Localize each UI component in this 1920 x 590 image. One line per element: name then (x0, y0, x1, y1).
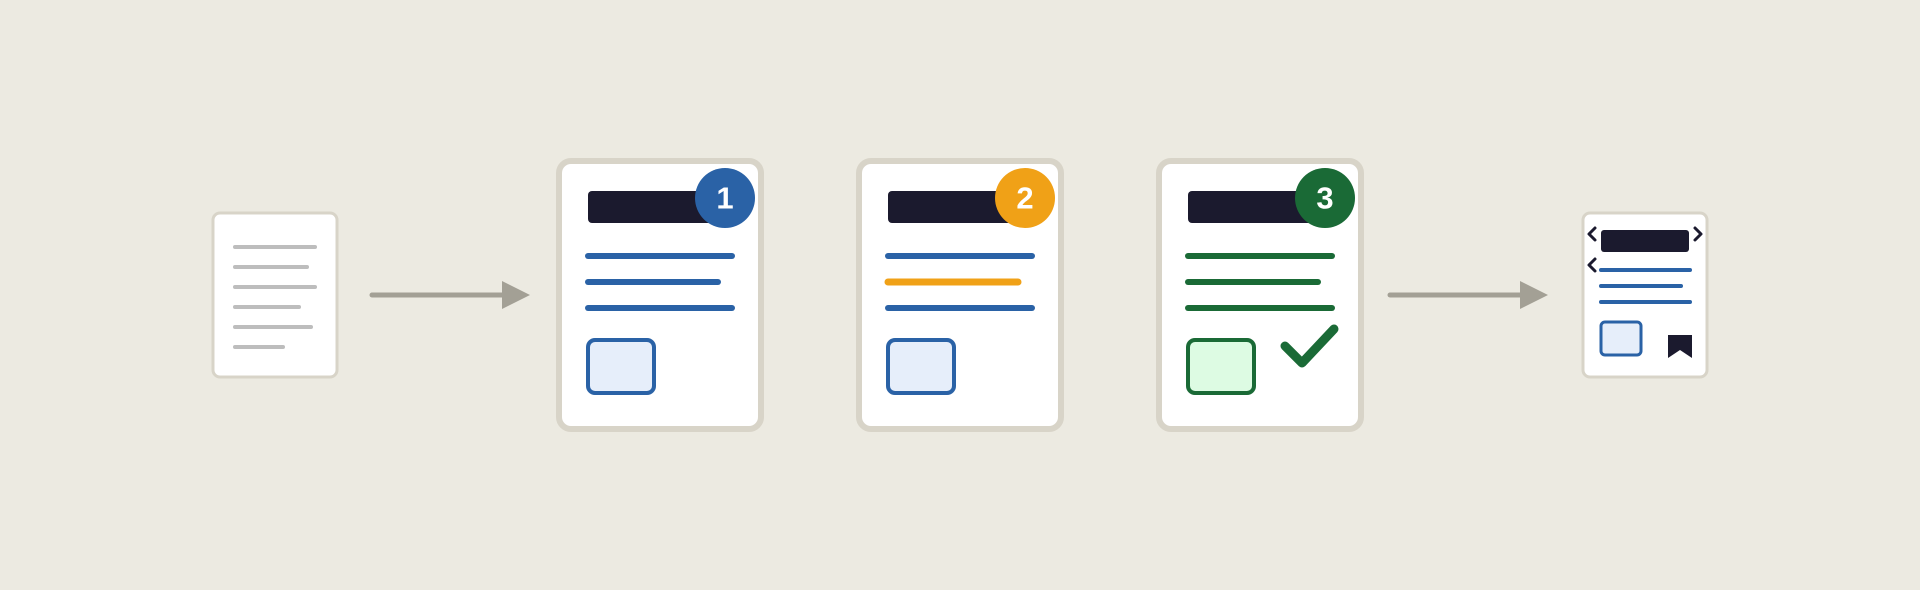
checkmark-icon (1280, 324, 1339, 368)
chevron-left-icon (1587, 226, 1597, 242)
stage-3-badge-label: 3 (1316, 181, 1333, 216)
input-document (211, 211, 339, 379)
stage-badge: 1 (695, 168, 755, 228)
output-document (1581, 211, 1709, 379)
stage-3-card: 3 (1156, 158, 1364, 432)
content-box (1186, 338, 1256, 395)
stage-1-badge-label: 1 (716, 181, 733, 216)
header-bar (1188, 191, 1318, 223)
stage-2-badge-label: 2 (1016, 181, 1033, 216)
stage-1-card: 1 (556, 158, 764, 432)
input-document-text-lines (233, 245, 317, 349)
content-box (886, 338, 956, 395)
header-bar (888, 191, 1018, 223)
input-document-card (211, 211, 339, 379)
chevron-right-icon (1693, 226, 1703, 242)
arrow-right-icon (369, 281, 530, 309)
stage-2-card: 2 (856, 158, 1064, 432)
bookmark-icon (1668, 335, 1692, 358)
output-header-bar (1601, 230, 1689, 252)
arrow-right-icon (1387, 281, 1548, 309)
header-bar (588, 191, 718, 223)
stage-badge: 2 (995, 168, 1055, 228)
stage-badge: 3 (1295, 168, 1355, 228)
content-box (586, 338, 656, 395)
chevron-left-icon (1587, 257, 1597, 273)
output-content-box (1599, 320, 1643, 357)
